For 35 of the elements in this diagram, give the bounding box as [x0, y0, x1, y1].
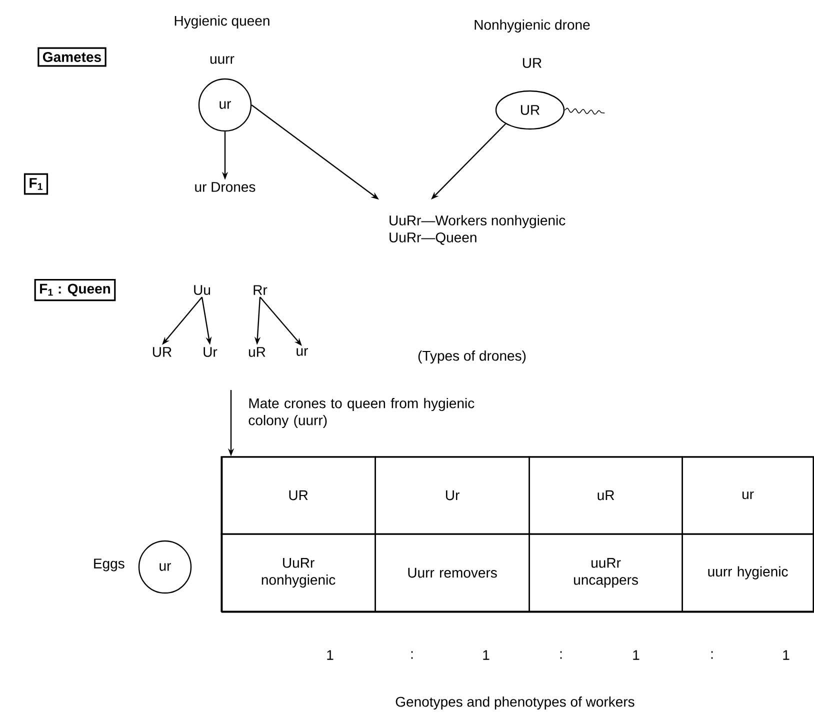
- table-cell: uR: [528, 456, 683, 534]
- text-label: Genotypes and phenotypes of workers: [396, 696, 634, 710]
- table-cell: UR: [220, 456, 376, 534]
- table-cell: uuRr uncappers: [528, 534, 683, 612]
- text-label: uurr: [210, 56, 234, 64]
- text-label: 1: [483, 650, 490, 660]
- table-cell: uurr hygienic: [682, 534, 814, 612]
- genotype-text: Rr: [254, 285, 268, 295]
- genotype-text: Uu: [194, 285, 210, 295]
- text-label: 1: [783, 650, 790, 660]
- section-label-box: Gametes: [38, 47, 106, 67]
- text-label: UR: [522, 58, 542, 68]
- punnett-table: [221, 456, 814, 613]
- side-label: Eggs: [94, 558, 124, 572]
- offspring-text: UuRr—Workers nonhygienic UuRr—Queen: [390, 215, 566, 245]
- genotype-text: UR: [152, 347, 172, 357]
- table-cell: Uurr removers: [374, 534, 530, 612]
- text-label: :: [711, 651, 713, 659]
- text-label: 1: [327, 650, 334, 660]
- edge-label: Mate crones to queen from hygienic colony (uurr): [248, 398, 474, 428]
- table-cell: ur: [682, 456, 814, 534]
- table-cell: Ur: [374, 456, 530, 534]
- text-label: :: [411, 651, 413, 659]
- text-label: :: [560, 651, 562, 659]
- text-label: Hygienic queen: [174, 15, 270, 29]
- genotype-text: ur: [296, 348, 308, 356]
- section-label-box: F$_{1}$ : Queen: [34, 278, 116, 302]
- text-label: Nonhygienic drone: [474, 19, 590, 33]
- genotype-text: ur Drones: [195, 182, 256, 192]
- text-label: 1: [633, 650, 640, 660]
- section-label-box: F$_{1}$: [24, 173, 48, 195]
- table-cell: UuRr nonhygienic: [220, 534, 376, 612]
- text-label: (Types of drones): [418, 350, 526, 364]
- genotype-text: uR: [248, 347, 266, 357]
- genotype-text: Ur: [204, 347, 218, 357]
